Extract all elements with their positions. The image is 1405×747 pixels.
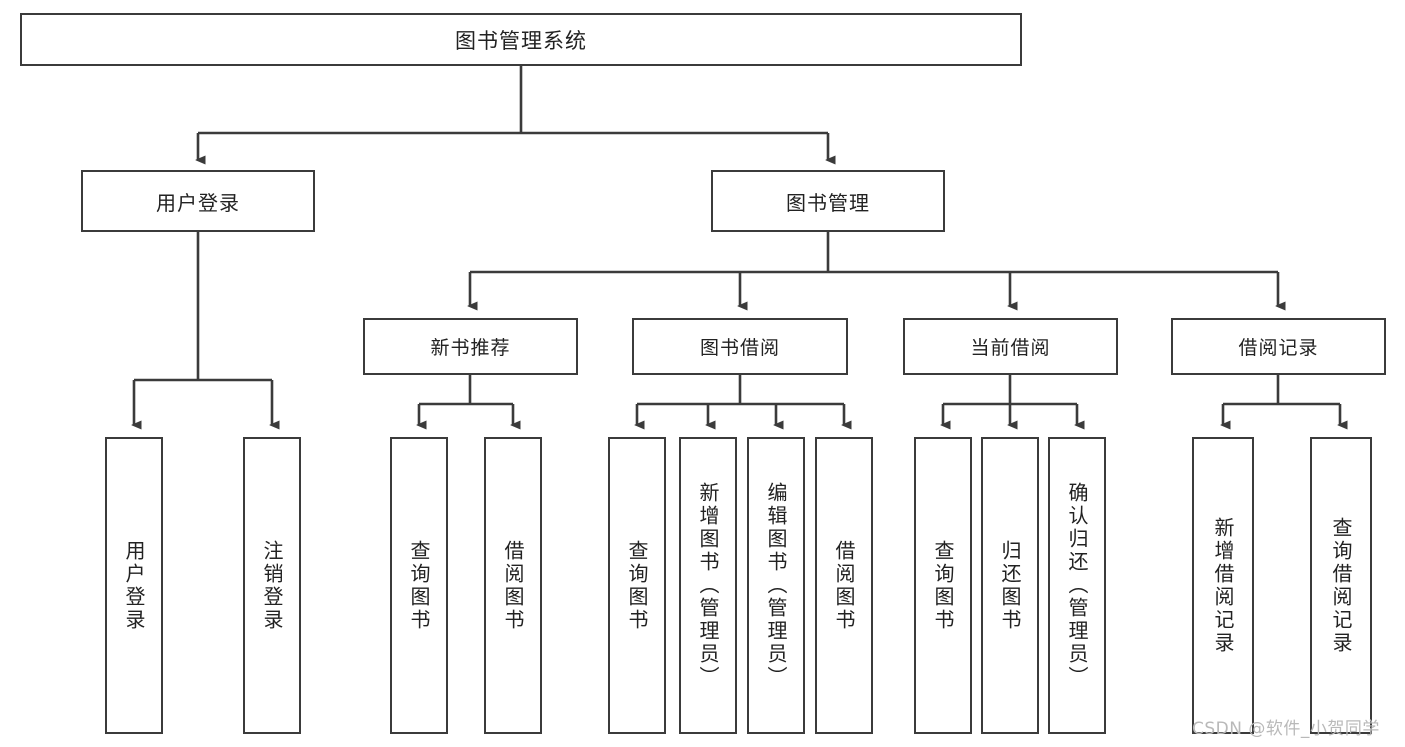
leaf-query-books-recommend-label: 查询图书: [407, 539, 431, 632]
leaf-query-borrow-record-label: 查询借阅记录: [1329, 516, 1353, 655]
watermark: CSDN @软件_小贺同学: [1192, 719, 1380, 739]
node-new-book-recommend-label: 新书推荐: [430, 337, 511, 359]
leaf-borrow-books-borrow[interactable]: 借阅图书: [815, 437, 873, 734]
leaf-add-book-admin[interactable]: 新增图书（管理员）: [679, 437, 737, 734]
leaf-query-borrow-record[interactable]: 查询借阅记录: [1310, 437, 1372, 734]
leaf-query-books-current[interactable]: 查询图书: [914, 437, 972, 734]
leaf-return-books-label: 归还图书: [998, 539, 1022, 632]
leaf-user-login[interactable]: 用户登录: [105, 437, 163, 734]
node-book-management[interactable]: 图书管理: [711, 170, 945, 232]
node-borrow-record-label: 借阅记录: [1238, 337, 1319, 359]
node-book-management-label: 图书管理: [786, 190, 870, 215]
node-root-label: 图书管理系统: [455, 28, 587, 53]
node-current-borrow[interactable]: 当前借阅: [903, 318, 1118, 375]
leaf-borrow-books-recommend[interactable]: 借阅图书: [484, 437, 542, 734]
leaf-user-login-label: 用户登录: [122, 539, 146, 632]
leaf-logout[interactable]: 注销登录: [243, 437, 301, 734]
leaf-query-books-current-label: 查询图书: [931, 539, 955, 632]
node-book-borrow[interactable]: 图书借阅: [632, 318, 848, 375]
leaf-query-books-recommend[interactable]: 查询图书: [390, 437, 448, 734]
leaf-query-books-borrow-label: 查询图书: [625, 539, 649, 632]
node-book-borrow-label: 图书借阅: [699, 337, 780, 359]
leaf-query-books-borrow[interactable]: 查询图书: [608, 437, 666, 734]
leaf-edit-book-admin-label: 编辑图书（管理员）: [764, 482, 788, 689]
node-user-login[interactable]: 用户登录: [81, 170, 315, 232]
leaf-borrow-books-borrow-label: 借阅图书: [832, 539, 856, 632]
leaf-logout-label: 注销登录: [260, 539, 284, 632]
leaf-return-books[interactable]: 归还图书: [981, 437, 1039, 734]
leaf-edit-book-admin[interactable]: 编辑图书（管理员）: [747, 437, 805, 734]
node-user-login-label: 用户登录: [156, 190, 240, 215]
leaf-confirm-return-admin[interactable]: 确认归还（管理员）: [1048, 437, 1106, 734]
leaf-add-book-admin-label: 新增图书（管理员）: [696, 482, 720, 689]
leaf-add-borrow-record[interactable]: 新增借阅记录: [1192, 437, 1254, 734]
leaf-confirm-return-admin-label: 确认归还（管理员）: [1065, 482, 1089, 689]
node-new-book-recommend[interactable]: 新书推荐: [363, 318, 578, 375]
node-borrow-record[interactable]: 借阅记录: [1171, 318, 1386, 375]
leaf-add-borrow-record-label: 新增借阅记录: [1211, 516, 1235, 655]
leaf-borrow-books-recommend-label: 借阅图书: [501, 539, 525, 632]
node-root[interactable]: 图书管理系统: [20, 13, 1022, 66]
node-current-borrow-label: 当前借阅: [970, 337, 1051, 359]
